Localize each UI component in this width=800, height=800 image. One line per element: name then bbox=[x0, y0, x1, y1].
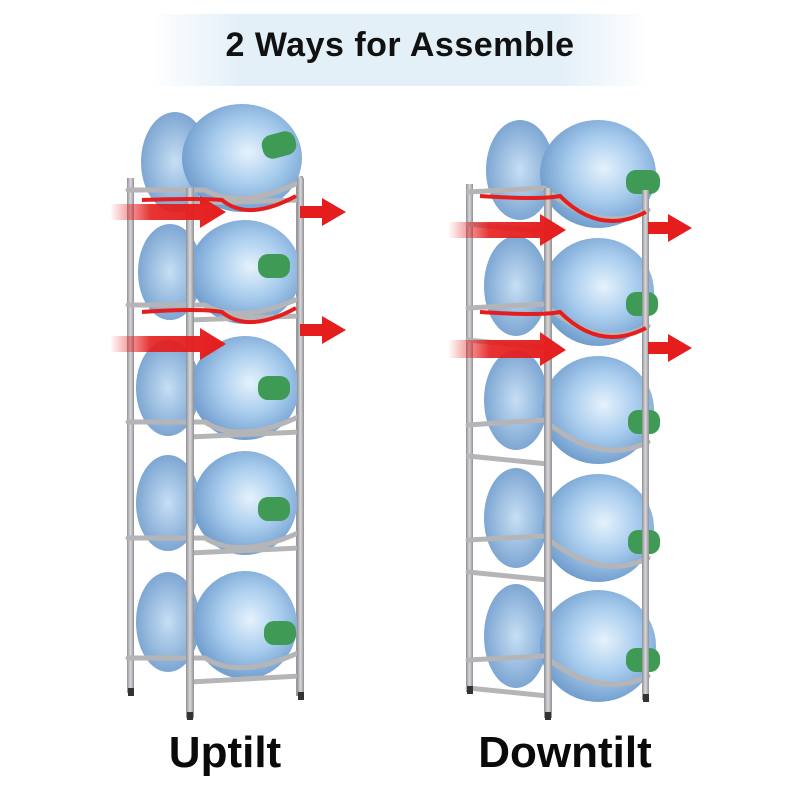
downtilt-bottle-5 bbox=[484, 584, 660, 702]
downtilt-bottle-1 bbox=[486, 120, 660, 228]
uptilt-rack bbox=[110, 104, 346, 720]
uptilt-label: Uptilt bbox=[168, 728, 282, 777]
uptilt-bottle-1 bbox=[141, 104, 302, 212]
uptilt-bottle-5 bbox=[136, 571, 297, 679]
downtilt-rack bbox=[448, 120, 692, 720]
uptilt-arrows bbox=[110, 194, 346, 360]
downtilt-arrows bbox=[448, 193, 692, 366]
page-title: 2 Ways for Assemble bbox=[225, 26, 575, 64]
uptilt-bottle-4 bbox=[136, 451, 297, 555]
downtilt-label: Downtilt bbox=[478, 728, 652, 777]
uptilt-bottle-3 bbox=[136, 336, 299, 440]
title-banner bbox=[150, 14, 650, 86]
downtilt-bottle-2 bbox=[484, 236, 658, 346]
